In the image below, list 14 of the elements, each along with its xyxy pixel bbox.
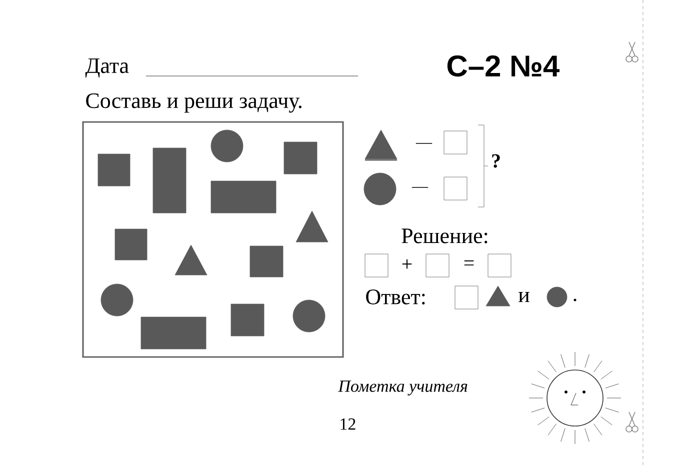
heading: Решение: xyxy=(402,228,488,244)
operator: + xyxy=(402,259,412,269)
label: Пометка учителя xyxy=(338,380,468,396)
dash: — xyxy=(412,186,428,188)
label: Дата xyxy=(85,58,129,78)
dash: — xyxy=(416,142,432,144)
question-mark: ? xyxy=(492,154,500,168)
operator: = xyxy=(464,260,474,266)
instruction: Составь и реши задачу. xyxy=(86,93,302,113)
label: Ответ: xyxy=(366,290,425,304)
heading: С–2 №4 xyxy=(447,55,560,77)
label: . xyxy=(574,298,576,302)
page-number: 12 xyxy=(340,418,356,430)
label: и xyxy=(518,292,530,302)
